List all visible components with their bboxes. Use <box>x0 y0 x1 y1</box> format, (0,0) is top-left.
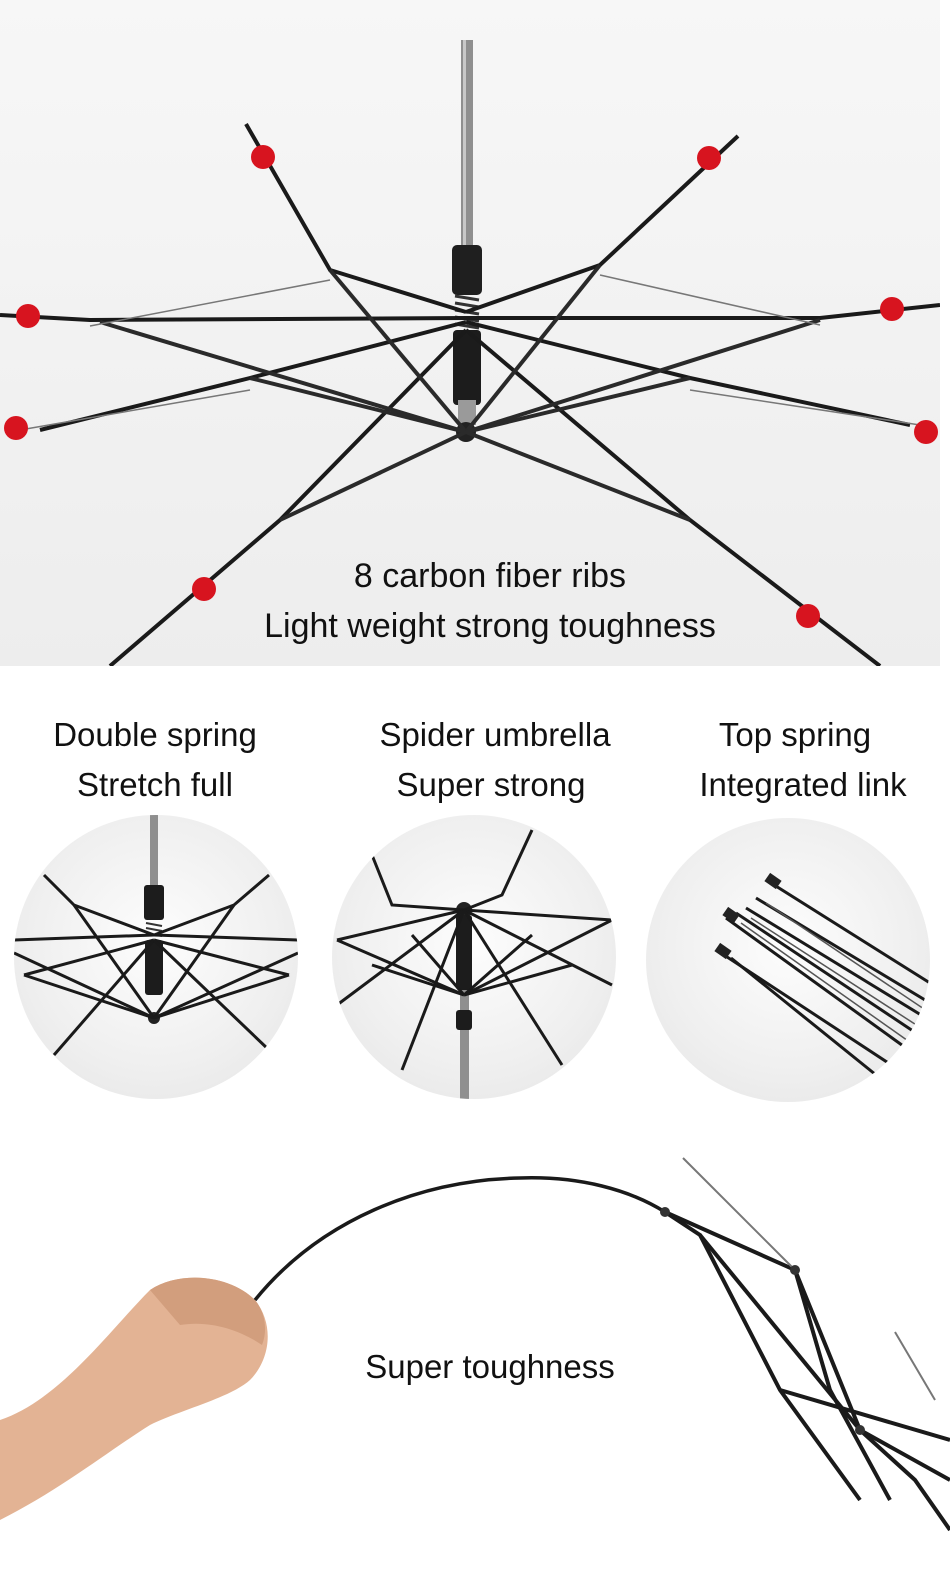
umbrella-frame-illustration <box>0 40 940 666</box>
feature-2-line1: Spider umbrella <box>379 716 611 753</box>
feature-2-line2: Super strong <box>396 766 586 803</box>
feature-row: Double spring Stretch full <box>0 700 950 1110</box>
feature-3-image <box>646 818 930 1102</box>
rib-tip-markers <box>4 145 938 628</box>
hero-title-line2: Light weight strong toughness <box>264 607 716 645</box>
hero-umbrella-frame: 8 carbon fiber ribs Light weight strong … <box>0 0 940 666</box>
rib-marker <box>914 420 938 444</box>
rib-marker <box>16 304 40 328</box>
bending-rib-icon <box>0 1157 950 1532</box>
double-spring-icon <box>14 815 298 1056</box>
hero-title-line1: 8 carbon fiber ribs <box>353 557 627 595</box>
rib-marker <box>796 604 820 628</box>
rib-marker <box>880 297 904 321</box>
toughness-caption: Super toughness <box>365 1348 615 1385</box>
rib-marker <box>4 416 28 440</box>
rib-marker <box>697 146 721 170</box>
toughness-demo: Super toughness <box>0 1140 950 1584</box>
feature-1-line2: Stretch full <box>77 766 233 803</box>
folded-ribs-icon <box>714 872 930 1085</box>
spider-frame-icon <box>336 829 613 1099</box>
feature-1-line1: Double spring <box>53 716 257 753</box>
rib-marker <box>251 145 275 169</box>
feature-3-line2: Integrated link <box>699 766 907 803</box>
feature-2-image <box>332 815 616 1099</box>
rib-marker <box>192 577 216 601</box>
feature-1-image <box>14 815 298 1099</box>
feature-3-line1: Top spring <box>718 716 872 753</box>
